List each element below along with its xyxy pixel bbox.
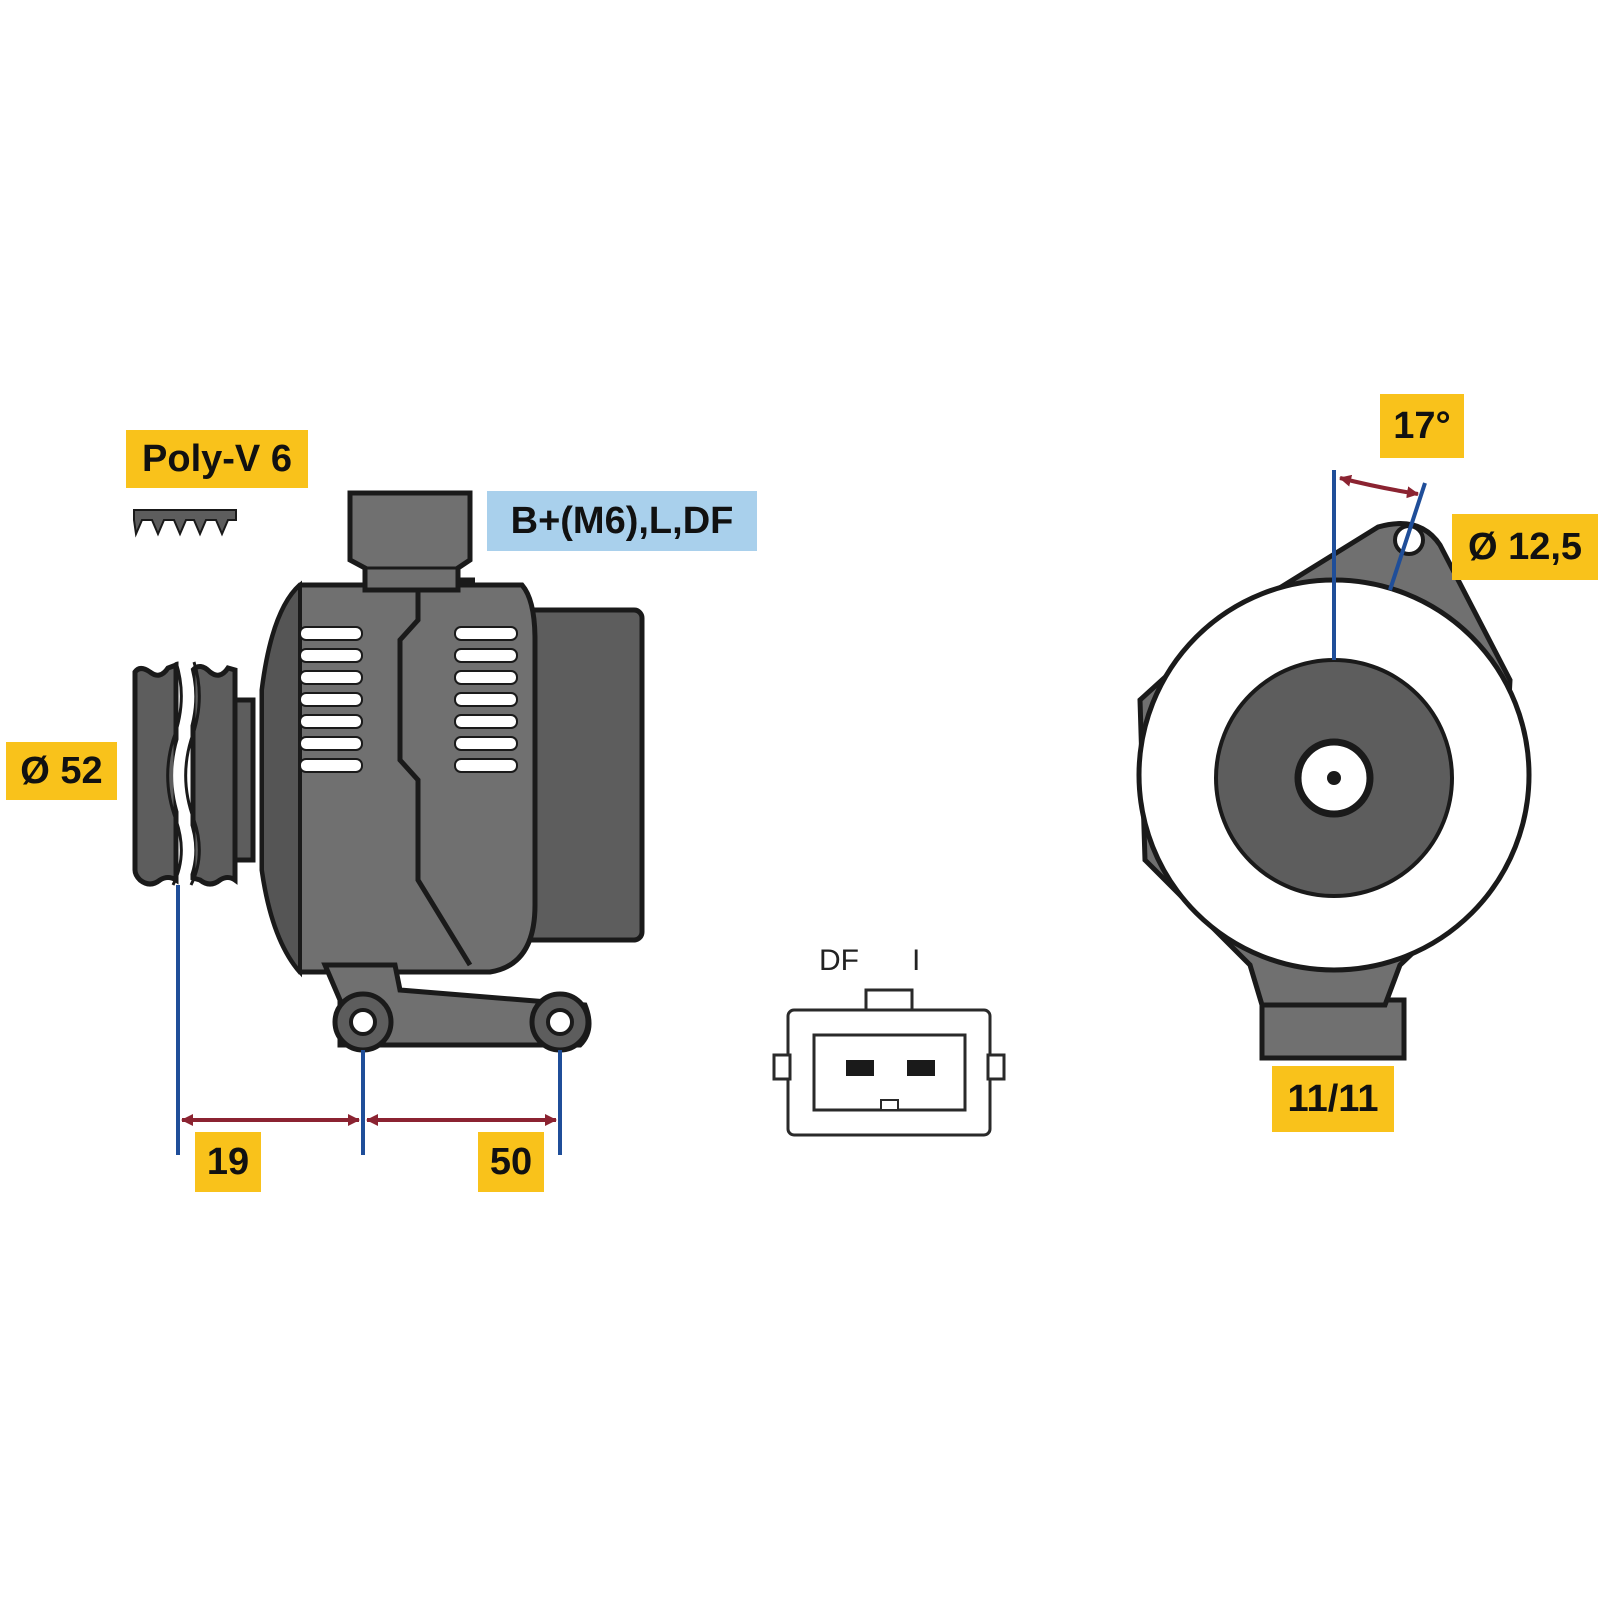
connector-plug: [772, 988, 1006, 1137]
pulley: [132, 660, 256, 887]
angle-arrow-17: [1339, 474, 1419, 499]
terminal-block: [347, 490, 473, 593]
front-flange: [260, 580, 302, 978]
angle-label: 17°: [1380, 394, 1464, 458]
connector-pin-i: [907, 1060, 935, 1076]
front-view: [1136, 470, 1532, 1061]
connector-pin-df-label: DF: [819, 944, 859, 977]
poly-v-belt-profile-icon: [133, 509, 237, 538]
bottom-mount-foot: [1259, 997, 1407, 1061]
vent-slots-front: [299, 626, 363, 773]
shaft-center: [1327, 771, 1341, 785]
dimension-19-label: 19: [195, 1132, 261, 1192]
side-view: [132, 490, 645, 1155]
mount-width-label: 11/11: [1272, 1066, 1394, 1132]
connector-pin-i-label: I: [912, 944, 921, 977]
pulley-diameter-label: Ø 52: [6, 742, 117, 800]
mount-eye-rear: [529, 991, 591, 1053]
mount-eye-front: [332, 991, 394, 1053]
terminals-label: B+(M6),L,DF: [487, 491, 757, 551]
belt-type-label: Poly-V 6: [126, 430, 308, 488]
hole-diameter-label: Ø 12,5: [1452, 514, 1598, 580]
vent-slots-rear: [454, 626, 518, 773]
dimension-50-label: 50: [478, 1132, 544, 1192]
connector-pin-df: [846, 1060, 874, 1076]
angle-ref-inclined: [1388, 482, 1427, 591]
